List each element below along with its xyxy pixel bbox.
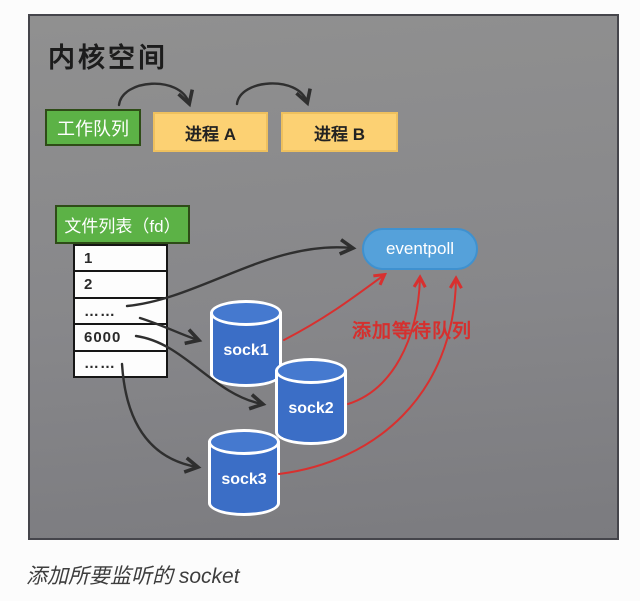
arrow-process-a-to-process-b bbox=[235, 82, 307, 104]
eventpoll-node: eventpoll bbox=[362, 228, 478, 270]
sock3-cylinder-top bbox=[208, 429, 280, 455]
fd-row-1: 1 bbox=[75, 246, 166, 273]
fd-table: 1 2 …… 6000 …… bbox=[73, 244, 168, 378]
sock3-cylinder: sock3 bbox=[208, 429, 280, 516]
file-list-header: 文件列表（fd） bbox=[55, 205, 190, 244]
sock1-cylinder: sock1 bbox=[210, 300, 282, 387]
file-list-header-label: 文件列表（fd） bbox=[64, 217, 181, 236]
sock2-label: sock2 bbox=[288, 400, 334, 417]
work-queue-box: 工作队列 bbox=[45, 109, 141, 146]
fd-row-ellipsis-1: …… bbox=[75, 299, 166, 326]
sock1-label: sock1 bbox=[223, 342, 269, 359]
work-queue-label: 工作队列 bbox=[57, 118, 129, 139]
figure-caption: 添加所要监听的 socket bbox=[26, 565, 240, 588]
sock2-cylinder-top bbox=[275, 358, 347, 384]
sock1-cylinder-top bbox=[210, 300, 282, 326]
sock2-cylinder: sock2 bbox=[275, 358, 347, 445]
process-a-box: 进程 A bbox=[153, 112, 268, 152]
process-b-box: 进程 B bbox=[281, 112, 398, 152]
process-b-label: 进程 B bbox=[314, 124, 365, 144]
arrow-workqueue-to-process-a bbox=[117, 82, 189, 105]
sock3-label: sock3 bbox=[221, 471, 267, 488]
kernel-space-panel: 内核空间 工作队列 进程 A 进程 B 文件列表（fd） 1 2 …… 6000… bbox=[28, 14, 619, 540]
fd-row-2: 2 bbox=[75, 272, 166, 299]
kernel-space-title: 内核空间 bbox=[48, 43, 168, 73]
fd-row-ellipsis-2: …… bbox=[84, 355, 116, 373]
arrow-filelist-to-sock3 bbox=[120, 362, 197, 467]
wait-queue-annotation: 添加等待队列 bbox=[352, 321, 473, 342]
process-a-label: 进程 A bbox=[185, 124, 236, 144]
eventpoll-label: eventpoll bbox=[385, 239, 455, 258]
fd-row-6000: 6000 bbox=[75, 325, 166, 352]
